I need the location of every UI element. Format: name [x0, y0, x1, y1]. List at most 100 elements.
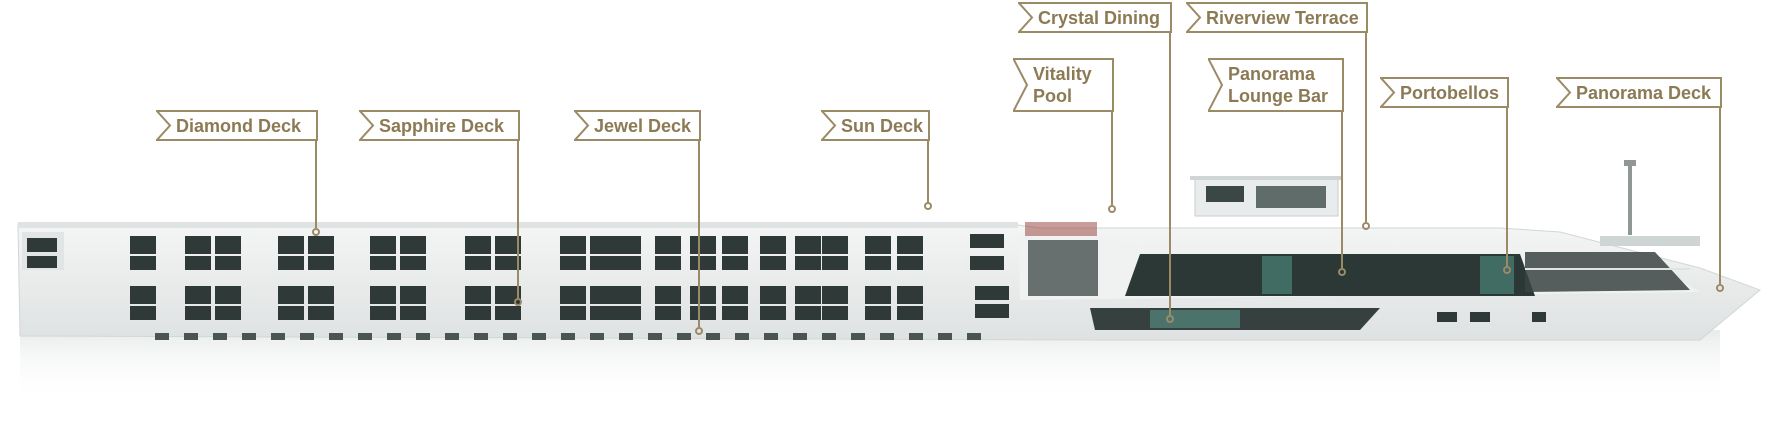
cabin-window-28	[465, 236, 491, 254]
cabin-window-41	[590, 256, 616, 270]
leader-dot-riverview	[1362, 222, 1370, 230]
callout-portobellos: Portobellos	[1380, 77, 1509, 108]
cabin-window-68	[822, 236, 848, 254]
cabin-window-78	[897, 286, 923, 304]
cabin-window-26	[400, 286, 426, 304]
cabin-window-57	[722, 256, 748, 270]
cabin-window-56	[722, 236, 748, 254]
callout-sun-deck-label: Sun Deck	[841, 115, 924, 136]
crystal-dining-highlight	[1150, 310, 1240, 328]
cabin-window-15	[278, 306, 304, 320]
mast-top	[1624, 160, 1636, 166]
cabin-window-49	[655, 256, 681, 270]
cabin-window-58	[722, 286, 748, 304]
cabin-window-60	[760, 236, 786, 254]
cabin-window-22	[370, 286, 396, 304]
cabin-window-11	[215, 306, 241, 320]
cabin-window-10	[215, 286, 241, 304]
porthole-23	[822, 333, 836, 340]
cabin-window-fwd-3	[975, 304, 1009, 318]
cabin-window-8	[215, 236, 241, 254]
porthole-25	[880, 333, 894, 340]
cabin-window-65	[795, 256, 821, 270]
stern-window-2	[27, 256, 57, 268]
porthole-9	[416, 333, 430, 340]
porthole-19	[706, 333, 720, 340]
cabin-window-3	[130, 306, 156, 320]
vitality-awning	[1025, 222, 1097, 236]
cabin-window-61	[760, 256, 786, 270]
porthole-0	[155, 333, 169, 340]
callout-panorama-lounge-line1: Panorama	[1228, 64, 1316, 84]
forward-rail	[1525, 268, 1690, 270]
callout-sapphire-deck: Sapphire Deck	[359, 110, 520, 141]
leader-dot-sapphire	[514, 298, 522, 306]
leader-dot-portobellos	[1503, 266, 1511, 274]
callout-crystal-dining: Crystal Dining	[1018, 2, 1172, 33]
cabin-window-25	[400, 256, 426, 270]
cabin-window-42	[590, 286, 616, 304]
cabin-window-47	[615, 306, 641, 320]
porthole-17	[648, 333, 662, 340]
cabin-window-38	[560, 286, 586, 304]
cabin-window-79	[897, 306, 923, 320]
cabin-window-45	[615, 256, 641, 270]
porthole-22	[793, 333, 807, 340]
cabin-window-20	[370, 236, 396, 254]
porthole-21	[764, 333, 778, 340]
cabin-window-77	[897, 256, 923, 270]
cabin-window-6	[185, 286, 211, 304]
callout-diamond-deck: Diamond Deck	[156, 110, 318, 141]
aft-roof	[1600, 236, 1700, 246]
callout-jewel-deck: Jewel Deck	[574, 110, 701, 141]
cabin-window-70	[822, 286, 848, 304]
porthole-6	[329, 333, 343, 340]
leader-dot-jewel	[695, 327, 703, 335]
vitality-pool-area	[1028, 240, 1098, 296]
porthole-10	[445, 333, 459, 340]
leader-dot-sun	[924, 202, 932, 210]
porthole-5	[300, 333, 314, 340]
lounge-highlight-1	[1262, 256, 1292, 294]
callout-sun-deck: Sun Deck	[821, 110, 930, 141]
leader-dot-crystal	[1166, 315, 1174, 323]
cabin-window-0	[130, 236, 156, 254]
cabin-window-18	[308, 286, 334, 304]
porthole-18	[677, 333, 691, 340]
cabin-window-16	[308, 236, 334, 254]
callout-vitality-line2: Pool	[1033, 86, 1072, 106]
cabin-window-64	[795, 236, 821, 254]
lounge-highlight-2	[1480, 256, 1514, 294]
cabin-window-73	[865, 256, 891, 270]
cabin-window-67	[795, 306, 821, 320]
cabin-window-48	[655, 236, 681, 254]
cabin-window-43	[590, 306, 616, 320]
cabin-window-2	[130, 286, 156, 304]
cabin-window-4	[185, 236, 211, 254]
cabin-window-14	[278, 286, 304, 304]
cabin-window-71	[822, 306, 848, 320]
bridge-window-2	[1256, 186, 1326, 208]
cabin-window-9	[215, 256, 241, 270]
cabin-window-52	[690, 236, 716, 254]
cabin-window-54	[690, 286, 716, 304]
porthole-28	[967, 333, 981, 340]
cabin-window-27	[400, 306, 426, 320]
cabin-window-24	[400, 236, 426, 254]
panorama-lounge-glass	[1125, 254, 1535, 296]
cabin-window-30	[465, 286, 491, 304]
callout-jewel-deck-label: Jewel Deck	[594, 115, 692, 136]
callout-panorama-lounge-line2: Lounge Bar	[1228, 86, 1329, 106]
cabin-window-34	[495, 286, 521, 304]
porthole-24	[851, 333, 865, 340]
cabin-window-51	[655, 306, 681, 320]
cabin-window-12	[278, 236, 304, 254]
cabin-window-62	[760, 286, 786, 304]
cabin-windows	[130, 234, 1009, 320]
cabin-window-35	[495, 306, 521, 320]
cabin-window-5	[185, 256, 211, 270]
cabin-window-37	[560, 256, 586, 270]
callout-vitality-line1: Vitality	[1033, 64, 1092, 84]
